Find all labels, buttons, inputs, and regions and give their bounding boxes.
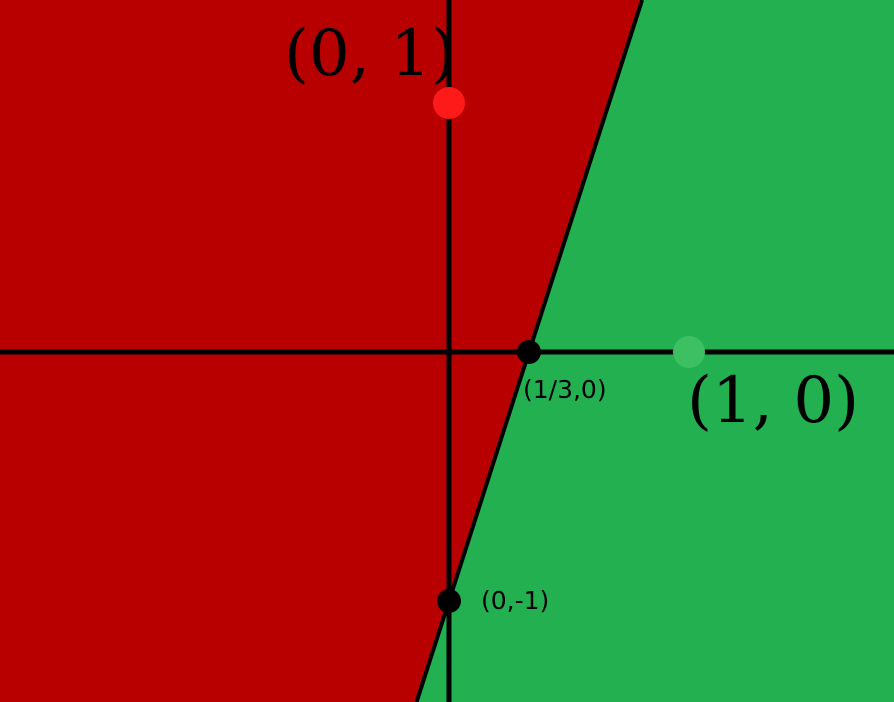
point-label-p01: (0, 1) (284, 17, 456, 91)
point-marker-p01 (433, 87, 465, 119)
point-marker-p3rd (516, 340, 541, 364)
point-label-p10: (1, 0) (687, 364, 859, 438)
point-label-p3rd: (1/3,0) (523, 375, 607, 404)
point-label-p0m1: (0,-1) (481, 586, 549, 615)
point-marker-p0m1 (437, 589, 461, 613)
point-marker-p10 (673, 336, 705, 368)
points-layer: (0, 1) (1, 0) (1/3,0) (0,-1) (284, 17, 859, 615)
